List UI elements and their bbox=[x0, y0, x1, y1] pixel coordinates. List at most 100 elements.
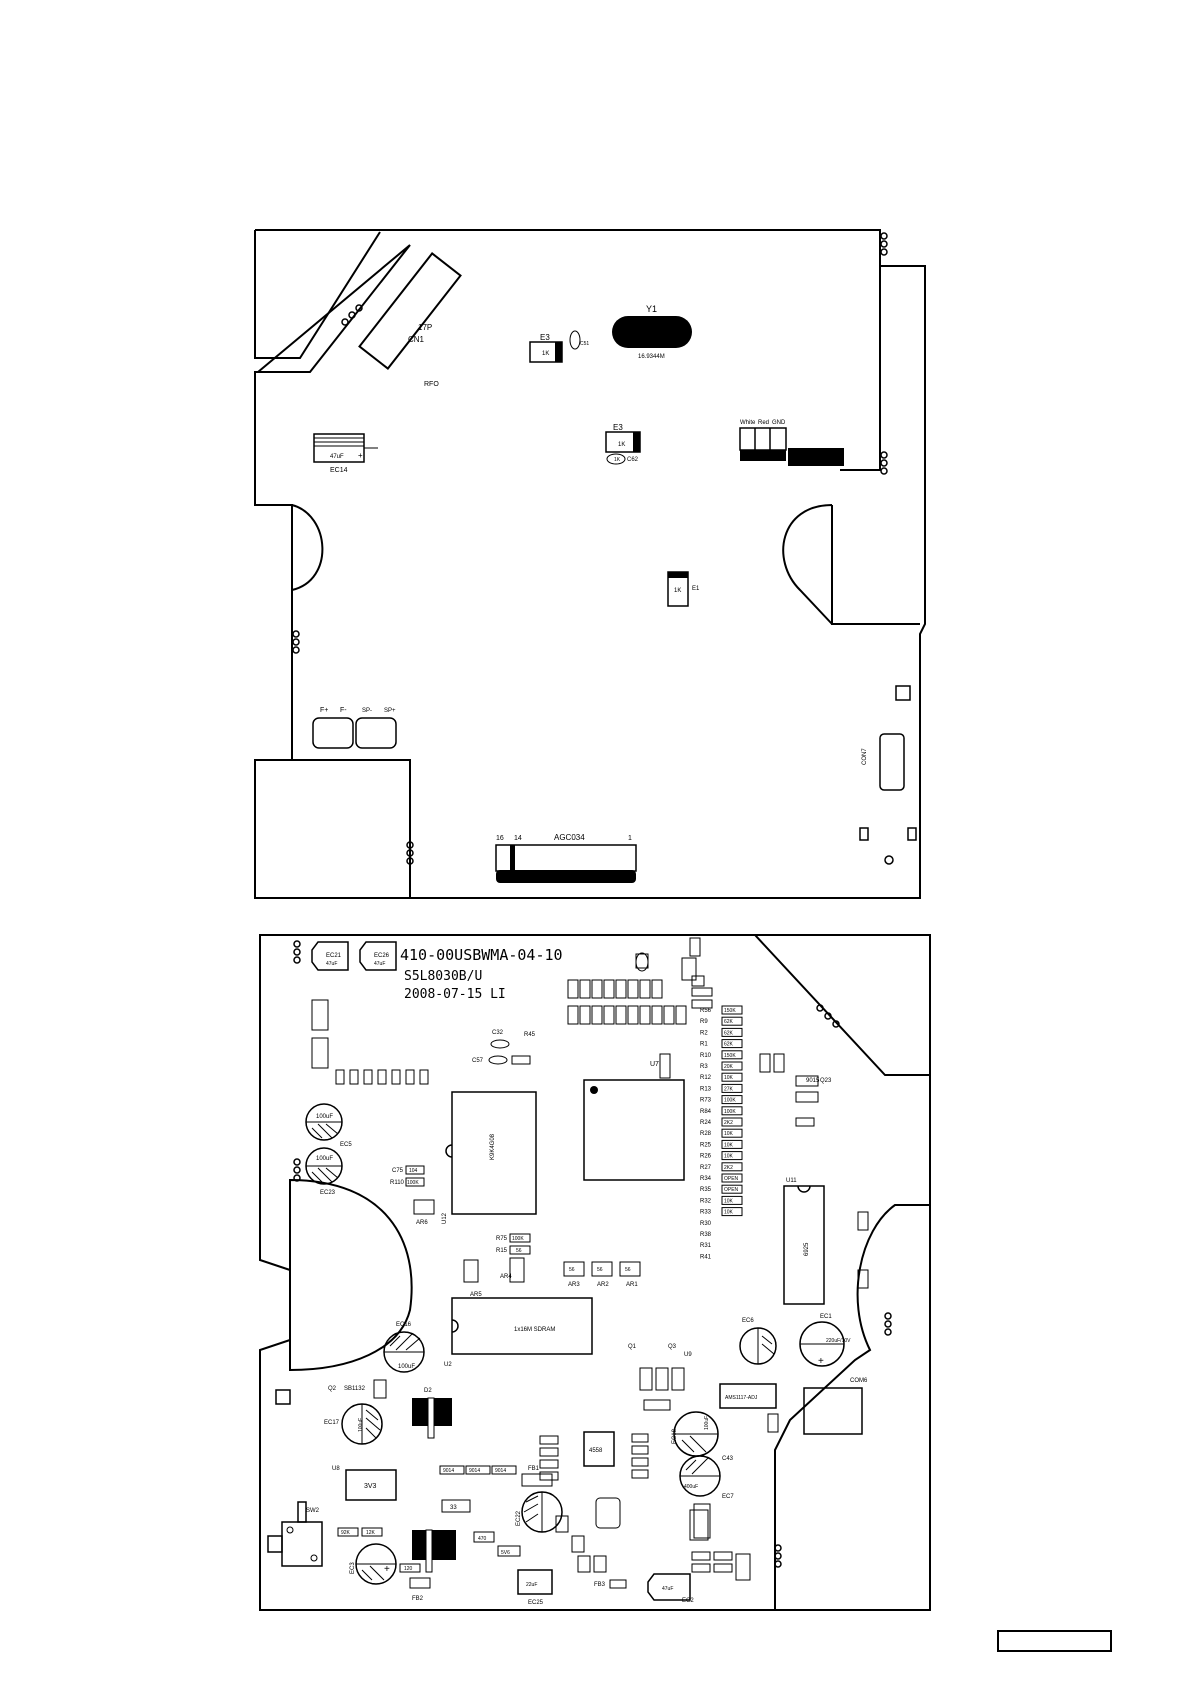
svg-text:+: + bbox=[818, 1356, 824, 1367]
c62-part: 1K bbox=[614, 457, 621, 463]
pad-sp-minus: SP- bbox=[362, 708, 372, 714]
t-9014-c: 9014 bbox=[495, 1468, 506, 1474]
r85-cluster: 92K 12K 120 bbox=[337, 1527, 421, 1573]
q1-label: Q1 bbox=[628, 1344, 637, 1350]
ec26-label: EC26 bbox=[374, 953, 390, 959]
resistor-body bbox=[721, 1151, 743, 1161]
ar6: AR6 bbox=[413, 1199, 435, 1226]
resistor-body bbox=[721, 1117, 743, 1127]
rfo-mark: RFO bbox=[424, 381, 439, 388]
ar3-label: AR3 bbox=[568, 1282, 580, 1288]
cn1-label: CN1 bbox=[408, 335, 425, 344]
c32-c57-r45: C32 R45 C57 bbox=[472, 1030, 536, 1065]
resistor-body bbox=[721, 1128, 743, 1138]
e3-mid-label: E3 bbox=[613, 423, 623, 432]
resistor-label: R12 bbox=[700, 1075, 712, 1081]
chip-model: S5L8030B/U bbox=[404, 969, 482, 984]
resistor-label: R35 bbox=[700, 1187, 712, 1193]
c57-label: C57 bbox=[472, 1058, 484, 1064]
top-board-inner-step bbox=[292, 759, 411, 898]
pad-sp-plus: SP+ bbox=[384, 708, 396, 714]
resistor-label: R10 bbox=[700, 1053, 712, 1059]
r75-label: R75 bbox=[496, 1236, 508, 1242]
bottom-board-outline bbox=[259, 934, 931, 1611]
resistor-label: R84 bbox=[700, 1109, 712, 1115]
d2-label: D2 bbox=[424, 1388, 432, 1394]
fb1-label: FB1 bbox=[528, 1466, 540, 1472]
c75-label: C75 bbox=[392, 1168, 404, 1174]
capacitor-ec16: EC16 100uF bbox=[383, 1322, 425, 1373]
svg-text:+: + bbox=[358, 451, 363, 460]
svg-text:+: + bbox=[384, 1564, 390, 1575]
crystal-y1: Y1 16.9344M bbox=[612, 304, 692, 360]
u2-part: 1x16M SDRAM bbox=[514, 1327, 555, 1333]
e1-label: E1 bbox=[692, 586, 700, 592]
resistor-body bbox=[721, 1184, 743, 1194]
ec22-label: EC22 bbox=[516, 1510, 522, 1526]
e3-top-label: E3 bbox=[540, 333, 550, 342]
u7-label: U7 bbox=[650, 1061, 659, 1068]
chip-u9: U9 AMS1117-ADJ bbox=[684, 1352, 777, 1409]
resistor-row bbox=[335, 1069, 429, 1085]
r15-label: R15 bbox=[496, 1248, 508, 1254]
capacitor-column-row bbox=[567, 979, 713, 1025]
ec3-label: EC3 bbox=[350, 1562, 356, 1574]
top-right-components bbox=[635, 937, 869, 1433]
con7-label: CON7 bbox=[862, 748, 868, 765]
ec2-label: EC2 bbox=[682, 1598, 694, 1604]
u9-part: AMS1117-ADJ bbox=[725, 1395, 758, 1401]
u12-part: K9K4G08 bbox=[490, 1133, 496, 1160]
fpc-connector: 16 14 AGC034 1 bbox=[495, 833, 637, 883]
red-label: Red bbox=[758, 420, 769, 426]
val-12k: 12K bbox=[366, 1530, 376, 1536]
t-9014-b: 9014 bbox=[469, 1468, 480, 1474]
resistor-body bbox=[721, 1072, 743, 1082]
ar3-value: 56 bbox=[569, 1267, 575, 1273]
resistor-body bbox=[721, 1005, 743, 1015]
part-number: 410-00USBWMA-04-10 bbox=[400, 946, 563, 964]
q2-label: Q2 bbox=[328, 1386, 337, 1392]
sb1132-label: SB1132 bbox=[344, 1386, 366, 1392]
ar2-value: 56 bbox=[597, 1267, 603, 1273]
resistor-value: 2K2 bbox=[724, 1165, 733, 1171]
resistor-label: R27 bbox=[700, 1165, 712, 1171]
resistor-label: R34 bbox=[700, 1176, 712, 1182]
capacitor-ec2: 47uF EC2 bbox=[647, 1573, 694, 1604]
resistor-label: R56 bbox=[700, 1008, 712, 1014]
r110-label: R110 bbox=[390, 1180, 405, 1186]
ar4-label: AR4 bbox=[500, 1274, 512, 1280]
ec17-label: EC17 bbox=[324, 1420, 340, 1426]
resistor-value: 27K bbox=[724, 1086, 734, 1092]
fpc-pin14: 14 bbox=[514, 835, 522, 842]
resistor-label: R1 bbox=[700, 1042, 708, 1048]
fb2: FB2 bbox=[409, 1577, 431, 1602]
crystal-freq: 16.9344M bbox=[638, 354, 665, 360]
chip-u8: U8 3V3 bbox=[332, 1466, 397, 1501]
resistor-value: 62K bbox=[724, 1019, 734, 1025]
resistor-body bbox=[721, 1083, 743, 1093]
c51-label: C51 bbox=[580, 341, 589, 347]
speaker-pads: F+ F- SP- SP+ bbox=[312, 707, 397, 749]
title-block-frame bbox=[997, 1630, 1112, 1652]
resistor-body bbox=[721, 1106, 743, 1116]
fb3-label: FB3 bbox=[594, 1582, 606, 1588]
resistor-value: 2K2 bbox=[724, 1120, 733, 1126]
resistor-body bbox=[721, 1195, 743, 1205]
gnd-label: GND bbox=[772, 420, 786, 426]
audio-connector: White Red GND bbox=[739, 420, 844, 466]
resistor-body bbox=[721, 1162, 743, 1172]
u11-label: U11 bbox=[786, 1178, 797, 1184]
ec2-value: 47uF bbox=[662, 1586, 673, 1592]
chip-u7: U7 bbox=[583, 1061, 685, 1181]
resistor-arrays: 56 AR3 56 AR2 56 AR1 bbox=[563, 1261, 641, 1288]
mounting-holes-top bbox=[292, 232, 888, 865]
resistor-body bbox=[721, 1173, 743, 1183]
ar5-label: AR5 bbox=[470, 1292, 482, 1298]
c75-r110: C75 104 R110 100K bbox=[390, 1165, 425, 1187]
u11-part: 6925 bbox=[804, 1242, 810, 1256]
r75-r15: R75 100K R15 56 bbox=[496, 1233, 531, 1255]
ec5-value: 100uF bbox=[316, 1114, 333, 1120]
capacitor-ec1: EC1 220uF/10V + bbox=[799, 1314, 851, 1367]
fpc-pin1: 1 bbox=[628, 835, 632, 842]
